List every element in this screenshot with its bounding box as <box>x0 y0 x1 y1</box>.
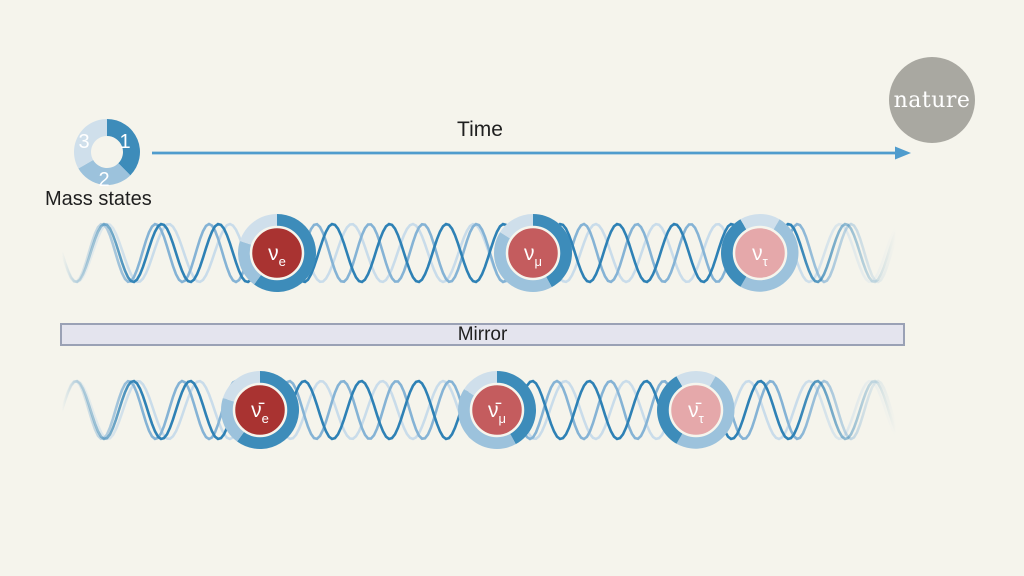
particle-label: νμ <box>524 242 542 269</box>
mass-composition-ring <box>221 370 300 449</box>
marker-nu-e: νe <box>238 214 317 292</box>
ring-segment-state-3 <box>500 214 533 240</box>
ring-segment-state-2 <box>78 159 131 185</box>
nature-logo: nature <box>889 57 975 143</box>
mirror-bar: Mirror <box>60 323 905 346</box>
ring-segment-state-2 <box>493 232 552 293</box>
particle-label: νe <box>268 242 286 269</box>
marker-antinu-mu: ν̄μ <box>457 371 537 450</box>
ring-segment-state-1 <box>237 370 300 449</box>
ring-segment-state-3 <box>464 371 497 397</box>
mass-state-1-label: 1 <box>119 131 130 153</box>
mass-composition-ring <box>493 214 573 293</box>
particle-core <box>469 382 525 438</box>
particle-label: ν̄τ <box>688 399 705 426</box>
ring-segment-state-2 <box>221 397 245 442</box>
mirror-label: Mirror <box>457 324 508 345</box>
ring-segment-state-2 <box>740 219 799 292</box>
mass-composition-ring <box>238 214 317 292</box>
ring-segment-state-1 <box>533 214 573 288</box>
ring-segment-state-1 <box>721 219 747 287</box>
ring-segment-state-1 <box>254 214 317 292</box>
mass-composition-ring <box>721 214 799 292</box>
ring-segment-state-3 <box>74 119 107 169</box>
ring-segment-state-2 <box>238 240 262 285</box>
ring-segment-state-2 <box>457 389 516 450</box>
marker-nu-mu: νμ <box>493 214 573 293</box>
marker-antinu-e: ν̄e <box>221 370 300 449</box>
mass-states-title: Mass states <box>45 188 152 210</box>
particle-core <box>249 225 305 281</box>
ring-segment-state-3 <box>740 214 780 231</box>
nature-logo-text: nature <box>893 87 971 113</box>
mass-state-2-label: 2 <box>98 169 109 191</box>
particle-label: ντ <box>752 242 769 269</box>
ring-segment-state-3 <box>676 371 716 388</box>
time-arrowhead-icon <box>895 146 911 160</box>
ring-segment-state-2 <box>676 376 735 449</box>
ring-segment-state-1 <box>657 376 683 444</box>
mass-states-donut <box>74 119 140 185</box>
marker-nu-tau: ντ <box>721 214 799 292</box>
particle-label: ν̄μ <box>488 399 506 426</box>
time-arrow <box>152 146 911 160</box>
time-label: Time <box>457 118 503 141</box>
mass-composition-ring <box>457 371 537 450</box>
particle-core <box>505 225 561 281</box>
particle-label: ν̄e <box>251 399 269 426</box>
ring-segment-state-3 <box>222 371 260 402</box>
particle-core <box>668 382 724 438</box>
ring-segment-state-1 <box>107 119 140 176</box>
particle-core <box>732 225 788 281</box>
mass-state-3-label: 3 <box>78 131 89 153</box>
particle-core <box>232 382 288 438</box>
marker-antinu-tau: ν̄τ <box>657 371 735 449</box>
ring-segment-state-1 <box>497 371 537 445</box>
ring-segment-state-3 <box>239 214 277 245</box>
mass-composition-ring <box>657 371 735 449</box>
